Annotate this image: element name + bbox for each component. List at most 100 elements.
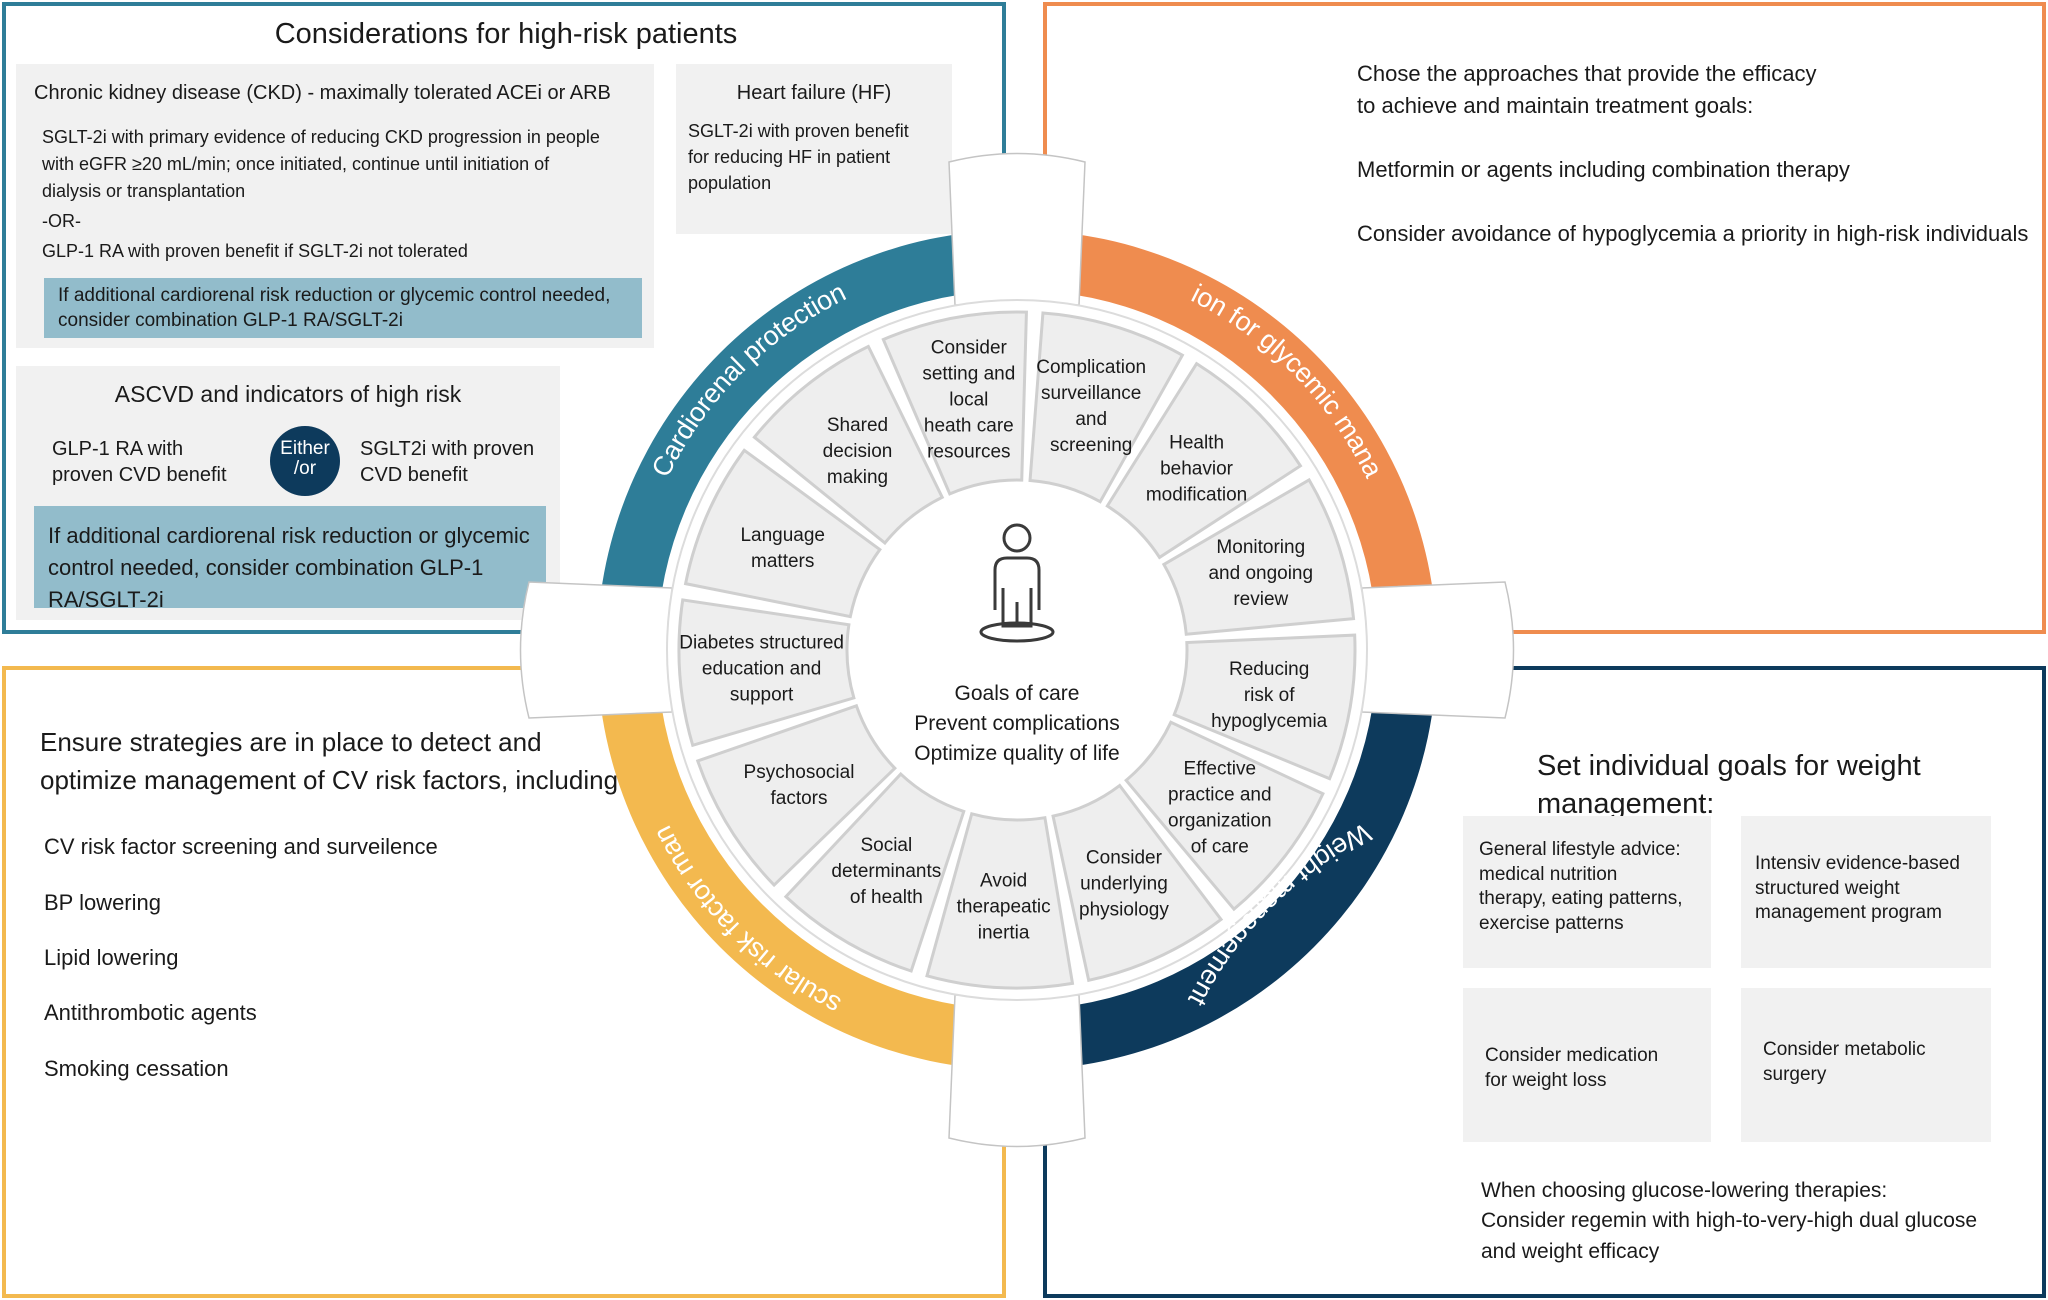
glycemic-text: to achieve and maintain treatment goals: <box>1357 93 1754 118</box>
segment-label-line: support <box>730 685 794 706</box>
segment-label-line: Monitoring <box>1216 537 1305 558</box>
weight-box-line: therapy, eating patterns, <box>1479 888 1683 910</box>
wheel-segment <box>683 448 882 619</box>
weight-box-line: surgery <box>1763 1063 1827 1085</box>
wheel-segment <box>925 812 1075 990</box>
segment-label-line: heath care <box>924 416 1014 437</box>
wheel-segment <box>752 344 945 546</box>
weight-box-line: medical nutrition <box>1479 863 1618 885</box>
cv-intro: Ensure strategies are in place to detect… <box>40 724 618 799</box>
segment-label-line: Consider <box>931 338 1008 359</box>
segment-label-line: underlying <box>1080 874 1168 895</box>
weight-box-line: Intensiv evidence-based <box>1755 853 1960 874</box>
weight-footer-line: and weight efficacy <box>1481 1239 1660 1263</box>
segment-label-line: and <box>1075 409 1107 430</box>
weight-box: Consider metabolic surgery <box>1741 988 1991 1142</box>
ascvd-left-line: proven CVD benefit <box>52 464 227 486</box>
glycemic-text: Consider avoidance of hypoglycemia a pri… <box>1357 221 2029 246</box>
ascvd-right-line: CVD benefit <box>360 464 468 486</box>
segment-label-line: practice and <box>1168 784 1272 805</box>
weight-footer-line: Consider regemin with high-to-very-high … <box>1481 1209 1978 1233</box>
tab-shape <box>948 152 1086 306</box>
weight-box-line: Consider medication <box>1485 1045 1659 1066</box>
band-separator-tab <box>948 152 1086 306</box>
weight-box-line: General lifestyle advice: <box>1479 839 1681 860</box>
highlight-line: If additional cardiorenal risk reduction… <box>48 523 530 548</box>
segment-label-line: Reducing <box>1229 659 1309 680</box>
hf-line: for reducing HF in patient <box>688 147 891 167</box>
wheel-segment <box>1124 720 1325 912</box>
ckd-line: dialysis or transplantation <box>42 181 246 201</box>
weight-box-line: Consider metabolic <box>1763 1039 1926 1060</box>
segment-label-line: matters <box>751 551 814 572</box>
segment-label-line: Diabetes structured <box>679 633 844 654</box>
center-goals-line: Prevent complications <box>914 712 1119 735</box>
ascvd-left: GLP-1 RA with proven CVD benefit <box>52 436 227 488</box>
segment-label-line: making <box>827 467 888 488</box>
ascvd-right-line: SGLT2i with proven <box>360 438 535 460</box>
segment-label-line: and ongoing <box>1208 563 1313 584</box>
cv-intro-line: Ensure strategies are in place to detect… <box>40 727 542 757</box>
ascvd-box: ASCVD and indicators of high risk GLP-1 … <box>16 366 560 620</box>
tab-shape <box>1361 581 1515 719</box>
highlight-line: If additional cardiorenal risk reduction… <box>58 285 611 306</box>
ascvd-highlight: If additional cardiorenal risk reduction… <box>34 506 546 612</box>
tab-shape <box>948 994 1086 1148</box>
cv-list-item: Smoking cessation <box>44 1056 229 1081</box>
segment-label-line: of health <box>850 887 923 908</box>
segment-label-line: hypoglycemia <box>1211 711 1328 732</box>
segment-label-line: Complication <box>1036 357 1146 378</box>
person-base <box>979 621 1055 643</box>
segment-label: Shared decision making <box>823 415 893 488</box>
hf-line: population <box>688 173 772 193</box>
ckd-line: SGLT-2i with primary evidence of reducin… <box>42 127 600 147</box>
wheel-center <box>852 485 1182 815</box>
hf-line: SGLT-2i with proven benefit <box>688 121 909 141</box>
segment-label-line: surveillance <box>1041 383 1141 404</box>
segment-label-line: organization <box>1168 810 1272 831</box>
cv-list-item: BP lowering <box>44 890 161 915</box>
segment-label-line: decision <box>823 441 893 462</box>
tab-shape <box>519 581 673 719</box>
ascvd-left-line: GLP-1 RA with <box>52 438 184 460</box>
segment-label-line: screening <box>1050 435 1132 456</box>
person-icon <box>979 523 1055 643</box>
segment-label-line: resources <box>927 442 1010 463</box>
ckd-or: -OR- <box>42 211 81 231</box>
cv-list-item: CV risk factor screening and surveilence <box>44 834 438 859</box>
badge-line: /or <box>293 457 317 479</box>
highlight-line: consider combination GLP-1 RA/SGLT-2i <box>58 309 403 331</box>
ckd-line: with eGFR ≥20 mL/min; once initiated, co… <box>42 154 550 174</box>
weight-box-line: exercise patterns <box>1479 913 1624 935</box>
segment-label-line: Shared <box>827 415 888 436</box>
weight-box-line: for weight loss <box>1485 1069 1607 1091</box>
ckd-highlight: If additional cardiorenal risk reduction… <box>44 278 642 338</box>
ckd-heading: Chronic kidney disease (CKD) - maximally… <box>34 82 611 104</box>
segment-label-line: Psychosocial <box>744 762 855 783</box>
segment-label-line: Avoid <box>980 871 1027 892</box>
weight-footer: When choosing glucose-lowering therapies… <box>1481 1176 1977 1267</box>
weight-box-line: structured weight <box>1755 877 1900 899</box>
cv-list-item: Lipid lowering <box>44 945 179 970</box>
either-or-badge: Either /or <box>270 426 340 496</box>
segment-label-line: factors <box>770 788 827 809</box>
ckd-line: GLP-1 RA with proven benefit if SGLT-2i … <box>42 241 468 261</box>
ascvd-heading: ASCVD and indicators of high risk <box>114 381 462 407</box>
weight-title: Set individual goals for weight manageme… <box>1537 750 1921 820</box>
segment-label-line: Social <box>860 835 912 856</box>
weight-footer-line: When choosing glucose-lowering therapies… <box>1481 1179 1888 1202</box>
segment-label-line: therapeatic <box>957 897 1051 918</box>
segment-label-line: setting and <box>922 364 1015 385</box>
wheel-segment <box>1105 361 1303 560</box>
wheel-segment <box>677 598 856 748</box>
segment-label-line: risk of <box>1244 685 1295 706</box>
segment-label-line: of care <box>1191 836 1249 857</box>
wheel-segment <box>783 771 966 973</box>
